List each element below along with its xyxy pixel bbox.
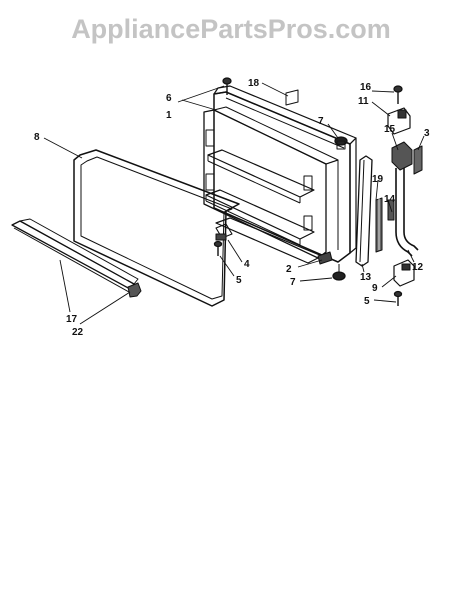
label-part-11: 11 [358,96,369,107]
hinge-cover-plug [317,251,333,265]
label-part-3: 3 [424,128,430,139]
label-part-12: 12 [412,262,424,273]
door-liner-panel [203,85,357,264]
top-hinge [387,107,411,135]
handle-trim-insert [413,145,423,175]
label-part-7-bottom: 7 [290,277,296,288]
label-part-15: 15 [384,124,396,135]
door-label [285,89,299,106]
trim-end-clip [127,282,142,298]
bottom-hinge [393,259,415,287]
inner-strip [375,197,383,253]
label-part-19: 19 [372,174,384,185]
label-part-1: 1 [166,110,172,121]
label-part-14: 14 [384,194,396,205]
label-part-5-right: 5 [364,296,370,307]
plug-button-bottom [332,264,346,281]
label-part-4: 4 [244,259,250,270]
part-number-labels: 6 1 18 7 8 16 11 15 3 19 14 12 13 9 5 2 … [34,78,430,338]
watermark-text: AppliancePartsPros.com [71,14,391,44]
door-trim-strip [11,218,139,293]
door-handle [387,168,419,257]
label-part-6: 6 [166,93,172,104]
leader-lines [43,82,425,325]
door-gasket [73,149,240,307]
label-part-22: 22 [72,327,84,338]
label-part-7-top: 7 [318,116,324,127]
plug-button-top [334,136,348,150]
label-part-16: 16 [360,82,372,93]
vertical-seal-strip [355,155,373,267]
label-part-9: 9 [372,283,378,294]
top-screw [222,77,232,95]
label-part-5-left: 5 [236,275,242,286]
label-part-13: 13 [360,272,372,283]
handle-top-cap [391,141,413,171]
door-stop-bracket [215,223,233,241]
screw-right [393,290,403,306]
label-part-8: 8 [34,132,40,143]
label-part-18: 18 [248,78,260,89]
hinge-screw-top [393,85,403,104]
label-part-2: 2 [286,264,292,275]
screw-left [213,240,223,256]
label-part-17: 17 [66,314,78,325]
